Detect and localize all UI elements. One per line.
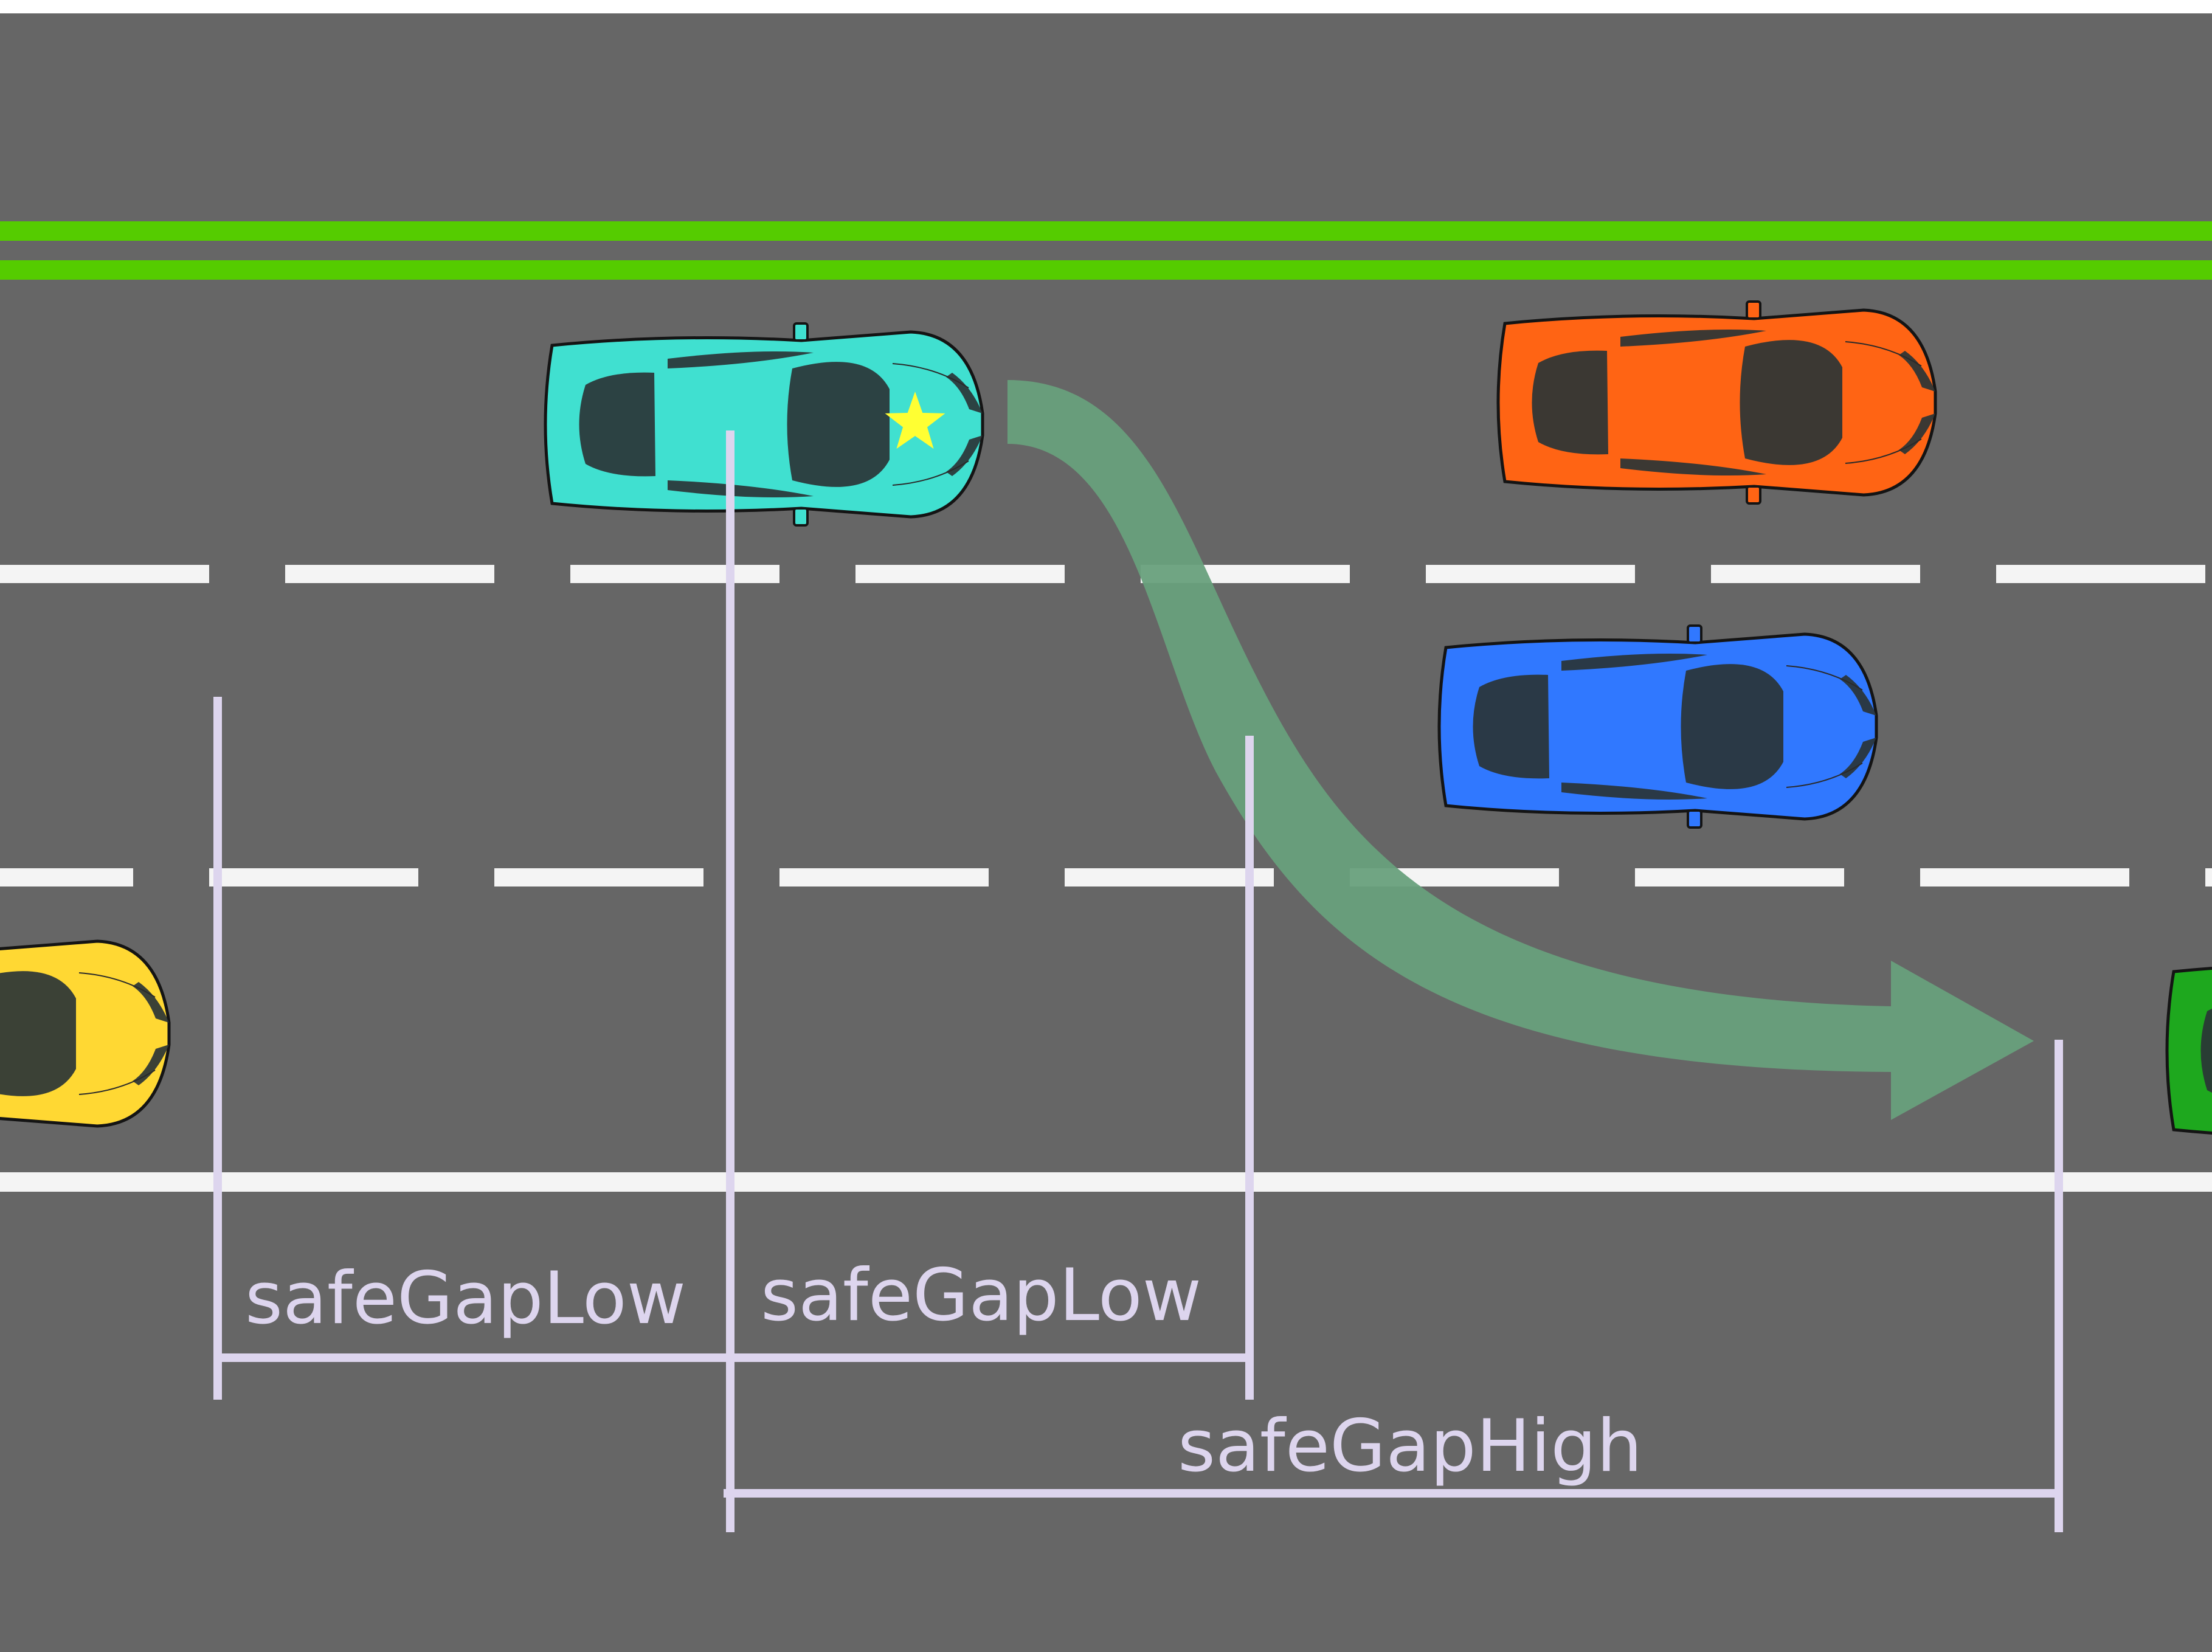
road-surface [0,13,2212,1652]
median-strip [0,221,2212,280]
gap-high-label: safeGapHigh [1178,1405,1642,1488]
car-yellow [0,933,169,1135]
gap-low-left-label: safeGapLow [245,1257,686,1341]
car-green [2167,950,2212,1152]
car-ego [545,323,983,525]
gap-measurements [213,430,2063,1532]
vehicles [0,302,2212,1152]
ego-star-icon [885,392,945,449]
gap-low-right-label: safeGapLow [761,1254,1201,1338]
lane-change-trajectory [1007,380,2034,1120]
car-orange [1498,302,1935,503]
road-edge-line [0,1172,2212,1192]
car-blue [1439,626,1876,828]
